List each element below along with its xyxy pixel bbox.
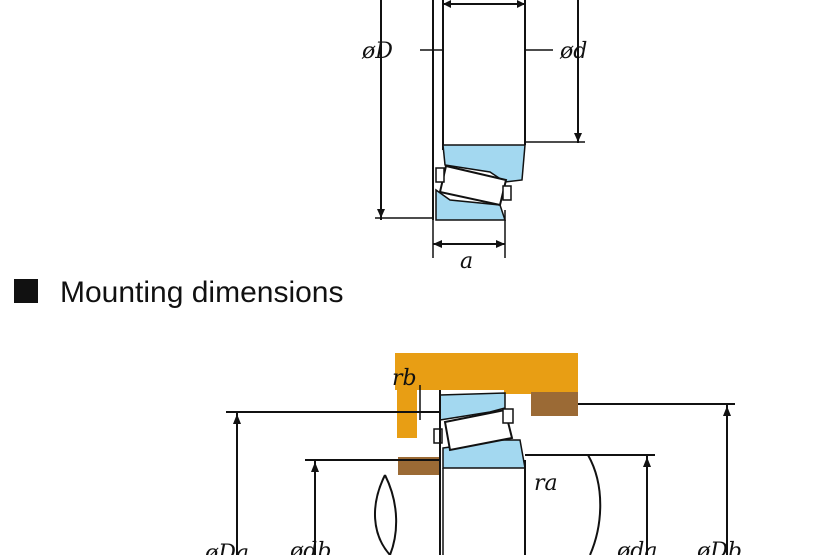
label-db: ødb	[289, 539, 331, 555]
housing-abutment	[531, 392, 578, 416]
label-Db: øDb	[696, 539, 742, 555]
housing-side	[397, 390, 417, 438]
label-rb: rb	[392, 366, 417, 391]
shaft-break-right	[587, 454, 602, 555]
roller	[438, 164, 508, 207]
label-outer-diameter: øD	[361, 39, 393, 64]
housing-shoulder	[395, 353, 578, 390]
label-da: øda	[616, 539, 657, 555]
shaft-break-left	[374, 474, 391, 555]
label-width-a: a	[460, 249, 473, 274]
mounting-cross-section: rb ra øDa ødb øda øDb	[204, 353, 742, 555]
label-Da: øDa	[204, 541, 249, 555]
label-bore-diameter: ød	[559, 39, 587, 64]
shaft-abutment	[398, 457, 440, 475]
section-bullet-icon	[14, 279, 38, 303]
inner-race	[435, 188, 507, 221]
label-ra: ra	[534, 471, 558, 496]
top-bearing-cross-section: øD ød a	[361, 0, 587, 274]
section-heading: Mounting dimensions	[60, 276, 344, 309]
mounted-roller	[443, 408, 514, 452]
